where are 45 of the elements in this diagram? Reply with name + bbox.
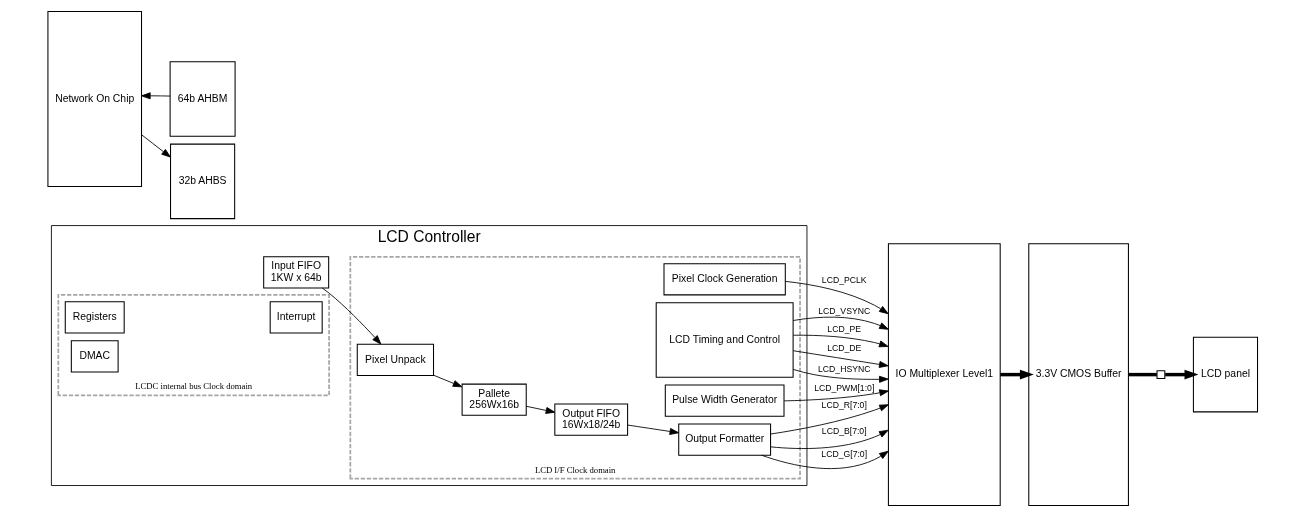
edge-label: LCD_PE [826, 324, 861, 335]
edge-label: LCD_B[7:0] [821, 426, 867, 437]
arrow [769, 429, 889, 449]
arrow [626, 424, 679, 435]
arrow [769, 404, 889, 435]
node-box: IO Multiplexer Level1 [887, 243, 1001, 506]
edge-label: LCD_PCLK [821, 274, 867, 285]
connector [1127, 372, 1157, 377]
arrow [792, 369, 889, 383]
node-box: 32b AHBS [169, 143, 235, 220]
edge-label: LCD_VSYNC [817, 305, 870, 316]
node-box: 64b AHBM [169, 61, 236, 137]
node-box: DMAC [70, 340, 119, 373]
node-box [1156, 370, 1165, 380]
node-box: LCD panel [1192, 336, 1258, 413]
arrow [525, 405, 555, 414]
arrow [1164, 369, 1198, 380]
node-box: Pixel Unpack [356, 343, 434, 376]
node-box: Registers [64, 301, 125, 334]
arrow [140, 134, 171, 158]
edge-label: LCD_DE [826, 343, 861, 354]
node-box: Input FIFO 1KW x 64b [262, 256, 329, 289]
arrow [784, 280, 889, 315]
arrow [792, 334, 889, 348]
node-box: LCD Timing and Control [655, 302, 794, 378]
edge-label: LCD_HSYNC [817, 364, 870, 375]
arrow [432, 374, 462, 388]
edge-label: LCD_PWM[1:0] [813, 383, 874, 394]
node-box: Pulse Width Generator [664, 384, 784, 417]
node-box: Network On Chip [46, 11, 142, 188]
node-box: Pixel Clock Generation [663, 263, 786, 296]
arrow [321, 287, 381, 345]
node-box: Pallete 256Wx16b [461, 383, 527, 416]
arrow [140, 92, 171, 100]
node-box: Output Formatter [677, 423, 771, 456]
edge-label: LCD_R[7:0] [821, 399, 867, 410]
arrow [792, 350, 889, 368]
arrow [783, 389, 889, 402]
node-box: 3.3V CMOS Buffer [1027, 243, 1129, 506]
arrow [999, 369, 1034, 380]
arrow [792, 316, 889, 330]
edge-label: LCD_G[7:0] [820, 448, 867, 459]
node-box: Interrupt [269, 301, 323, 334]
arrow [760, 450, 889, 469]
node-box: Output FIFO 16Wx18/24b [553, 403, 628, 436]
